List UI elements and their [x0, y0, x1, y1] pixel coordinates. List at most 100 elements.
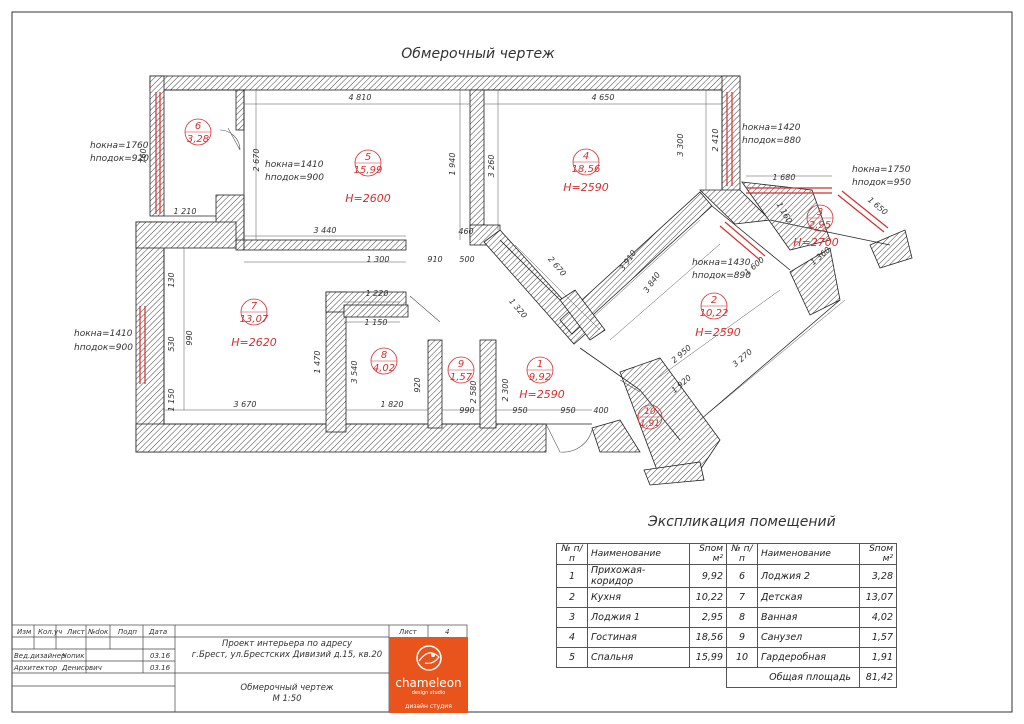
explication-title: Экспликация помещений: [648, 514, 836, 530]
dimension-label: 950: [560, 406, 575, 415]
room-area-cell: 1,57: [859, 627, 897, 648]
dimension-label: 1 820: [381, 400, 404, 409]
room-number: 6: [195, 121, 201, 132]
dimension-label: 1 680: [773, 173, 796, 182]
dimension-label: 990: [185, 330, 194, 345]
room-area-cell: 18,56: [689, 627, 727, 648]
table-row: 5 Спальня 15,99 10 Гардеробная 1,91: [556, 647, 897, 668]
dimension-label: 1 300: [367, 255, 390, 264]
stamp-header: №doк: [88, 628, 109, 636]
room-area-cell: 15,99: [689, 647, 727, 668]
room-number-cell: 8: [726, 607, 758, 628]
dimension-label: 3 540: [350, 361, 359, 384]
dimension-label: 1 940: [448, 153, 457, 176]
sign-date: 03.16: [150, 652, 171, 660]
room-outlines: [163, 89, 891, 441]
dimension-label: 920: [413, 377, 422, 392]
room-label: 4 18,56 H=2590: [563, 148, 609, 194]
sheet-frame: [11, 11, 1013, 713]
sill-height-note: hподок=920: [90, 154, 149, 164]
room-number: 8: [381, 350, 387, 361]
room-number: 4: [583, 151, 589, 162]
role-label: Вед.дизайнер: [14, 652, 66, 660]
room-label: 7 13,07 H=2620: [231, 298, 277, 349]
room-label: 1 9,92 H=2590: [519, 356, 565, 401]
person-name: Денисович: [62, 664, 102, 672]
dimension-label: 4 650: [592, 93, 615, 102]
table-row: 1 Прихожая-коридор 9,92 6 Лоджия 2 3,28: [556, 564, 897, 588]
room-area-cell: 9,92: [689, 564, 727, 588]
sill-height-note: hподок=890: [692, 271, 751, 281]
dimension-label: 3 270: [731, 347, 754, 369]
studio-sub: design studio: [411, 690, 446, 696]
window-height-note: hокна=1430: [692, 258, 751, 268]
dimension-label: 1 320: [507, 297, 529, 320]
dimension-label: 910: [427, 255, 442, 264]
room-number-cell: 6: [726, 564, 758, 588]
window-height-note: hокна=1760: [90, 141, 149, 151]
room-number-cell: 9: [726, 627, 758, 648]
room-name-cell: Ванная: [757, 607, 860, 628]
dimension-label: 3 440: [314, 226, 337, 235]
dimension-label: 3 300: [676, 134, 685, 157]
room-area-cell: 10,22: [689, 587, 727, 608]
dimension-label: 2 410: [711, 129, 720, 152]
stamp-header: Кол.уч: [38, 628, 63, 636]
room-area: 9,92: [529, 372, 551, 383]
table-row: 3 Лоджия 1 2,95 8 Ванная 4,02: [556, 607, 897, 628]
room-number: 9: [458, 359, 464, 370]
room-number: 1: [537, 359, 543, 370]
room-area: 4,02: [373, 363, 395, 374]
stamp-header: Лист: [67, 628, 85, 636]
room-name-cell: Лоджия 2: [757, 564, 860, 588]
room-height: H=2620: [231, 336, 276, 349]
chameleon-icon: [415, 645, 442, 671]
room-area: 15,99: [354, 165, 383, 176]
sheet-title: Обмерочный чертеж: [240, 683, 334, 693]
stamp-header: Изм: [17, 628, 32, 636]
door-swings: [219, 127, 641, 453]
sill-height-note: hподок=950: [852, 178, 911, 188]
col-area-header: Sпом м²: [689, 543, 727, 565]
total-label: Общая площадь: [726, 667, 860, 688]
room-label: 9 1,57: [447, 356, 475, 384]
dimension-label: 990: [459, 406, 474, 415]
dimension-label: 3 670: [234, 400, 257, 409]
studio-logo: chameleon design studio дизайн студия: [389, 637, 468, 713]
room-label: 2 10,22 H=2590: [695, 292, 741, 339]
room-number: 7: [251, 301, 258, 312]
room-number-cell: 2: [556, 587, 588, 608]
room-name-cell: Гардеробная: [757, 647, 860, 668]
room-number-cell: 10: [726, 647, 758, 668]
dimension-label: 1 210: [174, 207, 197, 216]
room-area: 18,56: [572, 164, 601, 175]
room-area-cell: 4,02: [859, 607, 897, 628]
room-area: 2,95: [809, 220, 831, 231]
dimension-label: 2 950: [670, 343, 693, 365]
room-number-cell: 4: [556, 627, 588, 648]
room-area-cell: 1,91: [859, 647, 897, 668]
room-number-cell: 3: [556, 607, 588, 628]
col-area-header: Sпом м²: [859, 543, 897, 565]
room-height: H=2600: [345, 192, 390, 205]
room-height: H=2590: [563, 181, 608, 194]
room-labels: 5 15,99 H=2600 4 18,56 H=2590 6 3,28 7 1…: [184, 118, 839, 430]
room-name-cell: Детская: [757, 587, 860, 608]
dimension-label: 1 150: [365, 318, 388, 327]
opening-notes: hокна=1760 hподок=920 hокна=1410 hподок=…: [74, 123, 911, 353]
dimension-label: 2 300: [501, 379, 510, 402]
dimension-lines: [164, 90, 846, 421]
col-name-header: Наименование: [757, 543, 860, 565]
sheet-title-block: Обмерочный чертеж М 1:50: [182, 683, 392, 705]
dimension-label: 1 470: [313, 351, 322, 374]
sill-height-note: hподок=880: [742, 136, 801, 146]
dimension-label: 530: [167, 336, 176, 351]
room-name-cell: Спальня: [587, 647, 690, 668]
window-marks: [139, 92, 889, 384]
room-area: 1,91: [640, 419, 660, 429]
project-line-1: Проект интерьера по адресу: [221, 639, 353, 649]
project-address: Проект интерьера по адресу г.Брест, ул.Б…: [182, 639, 392, 661]
table-header-row: № п/п Наименование Sпом м² № п/п Наимено…: [556, 543, 897, 565]
window-height-note: hокна=1420: [742, 123, 801, 133]
